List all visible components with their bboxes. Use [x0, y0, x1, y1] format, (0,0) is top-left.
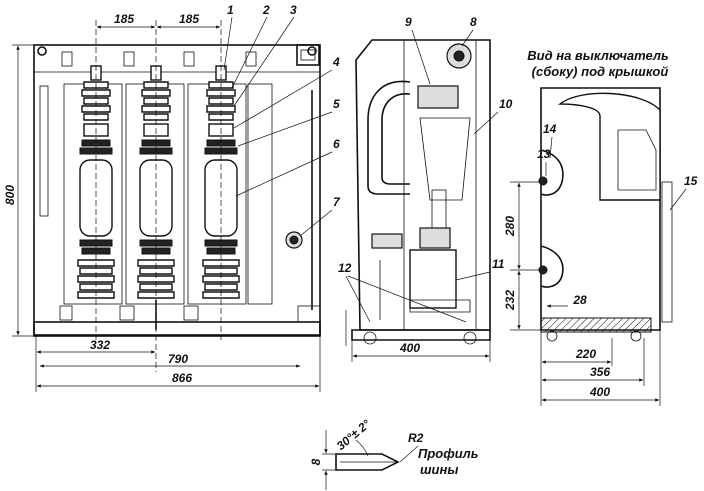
dim-332: 332 [90, 338, 110, 352]
caption-side-view-2: (сбоку) под крышкой [532, 64, 669, 79]
caption-profile-1: Профиль [418, 446, 478, 461]
front-display-box [296, 44, 320, 66]
callout-14: 14 [543, 122, 557, 136]
dim-356: 356 [590, 365, 610, 379]
callout-1: 1 [227, 3, 234, 17]
dim-220: 220 [575, 347, 596, 361]
callout-13: 13 [537, 147, 551, 161]
dim-185-b: 185 [179, 12, 199, 26]
dim-r2: R2 [408, 431, 424, 445]
callout-12: 12 [338, 261, 352, 275]
dim-790: 790 [168, 352, 188, 366]
pole-2 [137, 65, 175, 299]
dim-280: 280 [503, 216, 517, 237]
dim-angle: 30°± 2° [334, 417, 373, 453]
callout-3: 3 [290, 3, 297, 17]
front-base [33, 321, 321, 337]
dim-8: 8 [309, 458, 323, 465]
callout-7: 7 [333, 195, 341, 209]
callout-2: 2 [262, 3, 270, 17]
side-view [345, 39, 491, 346]
callout-8: 8 [470, 15, 477, 29]
dim-232: 232 [503, 290, 517, 311]
callout-4: 4 [332, 55, 340, 69]
side-callouts: 9 8 10 11 12 [338, 15, 513, 323]
cover-dimensions: 280 232 28 220 356 400 [503, 181, 661, 406]
front-slot-left [39, 85, 49, 217]
caption-profile-2: шины [420, 462, 458, 477]
front-frame [33, 44, 321, 336]
cover-view: Вид на выключатель (сбоку) под крышкой [527, 48, 673, 342]
callout-10: 10 [499, 97, 513, 111]
dim-800: 800 [3, 185, 17, 205]
front-view [33, 20, 321, 372]
dim-400-side: 400 [399, 341, 420, 355]
callout-6: 6 [333, 137, 340, 151]
dim-28: 28 [572, 293, 587, 307]
cover-callouts: 14 13 15 [537, 122, 698, 211]
callout-9: 9 [405, 15, 412, 29]
callout-5: 5 [333, 97, 340, 111]
dim-866: 866 [172, 371, 192, 385]
callout-15: 15 [684, 174, 698, 188]
dim-400-cover: 400 [589, 385, 610, 399]
item-15-bar [661, 181, 673, 323]
side-dimensions: 400 [351, 340, 491, 362]
dim-185-a: 185 [114, 12, 134, 26]
bus-profile: 8 30°± 2° R2 Профиль шины [309, 417, 478, 490]
callout-11: 11 [492, 257, 505, 271]
front-callouts: 1 2 3 4 5 6 7 [223, 3, 341, 237]
front-dimensions: 185 185 800 332 790 866 [3, 12, 321, 392]
caption-side-view-1: Вид на выключатель [527, 48, 668, 63]
item-11-drive [409, 249, 457, 309]
